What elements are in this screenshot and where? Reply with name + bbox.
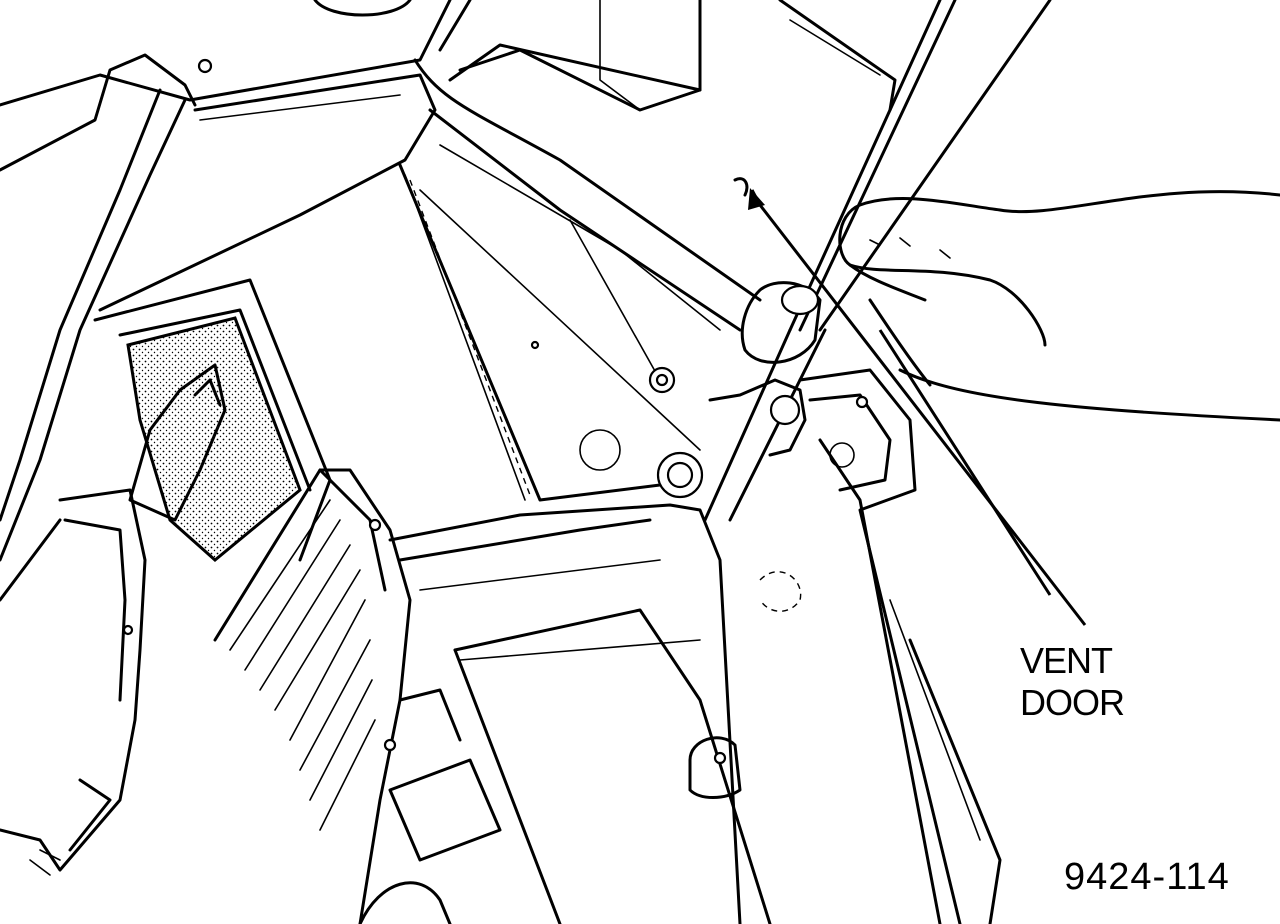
blower-fins xyxy=(213,468,502,924)
lower-left-duct xyxy=(0,488,147,876)
center-housing xyxy=(398,163,704,502)
vent-door-rod xyxy=(703,0,1052,522)
filter-panel xyxy=(93,278,332,562)
callout-leaders xyxy=(733,177,1087,626)
vent-door-pivot xyxy=(708,281,822,457)
right-bracket xyxy=(798,368,1002,924)
callout-line-1: VENT xyxy=(1020,640,1113,681)
upper-housing-frame xyxy=(0,0,897,562)
vent-door-callout: VENT DOOR xyxy=(1020,640,1125,724)
hand xyxy=(838,190,1280,422)
figure-number: 9424-114 xyxy=(1064,856,1230,898)
callout-line-2: DOOR xyxy=(1020,682,1125,723)
lower-housing xyxy=(388,503,802,924)
arrow-head xyxy=(748,188,765,210)
